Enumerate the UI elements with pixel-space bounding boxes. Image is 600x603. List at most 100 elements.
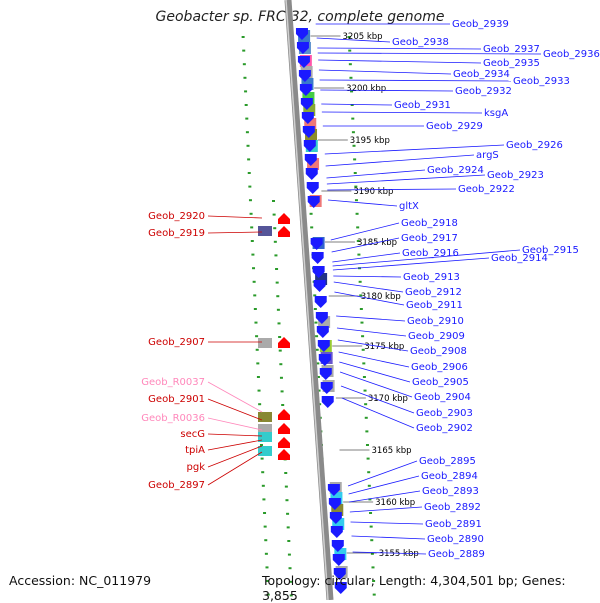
gene-label: Geob_2894 — [421, 471, 478, 482]
tick-dot — [275, 281, 279, 284]
forward-gene-arrow — [318, 354, 331, 366]
label-leader-line — [207, 439, 263, 451]
gene-label: Geob_2913 — [403, 272, 460, 283]
tick-dot — [252, 280, 256, 283]
tick-dot — [275, 268, 279, 270]
tick-dot — [251, 253, 255, 256]
tick-dot — [355, 212, 359, 215]
tick-dot — [254, 321, 258, 324]
label-leader-line — [319, 79, 512, 82]
tick-dot — [264, 539, 268, 542]
tick-dot — [241, 36, 245, 38]
gene-label: Geob_2907 — [148, 337, 205, 348]
label-leader-line — [333, 275, 402, 278]
tick-dot — [278, 349, 282, 352]
tick-dot — [309, 212, 313, 215]
tick-dot — [245, 131, 249, 134]
tick-dot — [284, 472, 288, 474]
tick-dot — [284, 485, 288, 488]
tick-dot — [357, 253, 361, 256]
tick-dot — [261, 484, 265, 487]
kbp-label: 3190 kbp — [353, 187, 393, 197]
forward-gene-arrow — [319, 368, 332, 380]
tick-dot — [372, 580, 376, 582]
gene-label: Geob_2906 — [411, 362, 468, 373]
forward-gene-arrow — [313, 280, 326, 292]
gene-label: Geob_2926 — [506, 140, 563, 151]
tick-dot — [259, 444, 263, 446]
tick-dot — [289, 580, 293, 583]
kbp-label: 3160 kbp — [375, 498, 415, 508]
tick-dot — [367, 484, 371, 487]
label-lines — [207, 23, 542, 555]
kbp-label: 3185 kbp — [357, 238, 397, 248]
tick-dot — [310, 226, 314, 229]
gene-label: Geob_2935 — [483, 58, 540, 69]
tick-dot — [350, 104, 354, 106]
gene-label: Geob_2897 — [148, 480, 205, 491]
gene-label: Geob_R0036 — [141, 413, 205, 424]
tick-dot — [274, 254, 278, 257]
forward-gene-arrow — [306, 182, 319, 194]
tick-dot — [364, 403, 368, 406]
map-title: Geobacter sp. FRC-32, complete genome — [155, 9, 445, 25]
label-leader-line — [327, 199, 398, 207]
tick-dot — [363, 389, 367, 392]
label-leader-line — [332, 249, 521, 267]
tick-dot — [262, 498, 266, 501]
genome-backbone — [284, 0, 334, 600]
tick-dot — [364, 416, 368, 419]
topology-text: Topology: circular; Length: 4,304,501 bp… — [262, 573, 566, 603]
gene-label: argS — [476, 150, 499, 161]
tick-dot — [359, 294, 363, 297]
tick-dot — [361, 335, 365, 338]
cog-block — [258, 412, 272, 422]
tick-dot — [367, 471, 371, 474]
label-leader-line — [326, 169, 426, 179]
label-leader-line — [318, 69, 452, 75]
cog-block — [258, 226, 272, 236]
tick-dot — [348, 49, 352, 52]
label-leader-line — [341, 397, 415, 429]
tick-dot — [265, 566, 269, 569]
label-leader-line — [337, 339, 409, 352]
tick-dot — [362, 376, 366, 378]
tick-dot — [371, 566, 375, 569]
gene-label: Geob_2918 — [401, 218, 458, 229]
forward-gene-arrow — [320, 382, 333, 394]
reverse-gene-arrow — [278, 437, 290, 448]
tick-dot — [359, 308, 363, 310]
tick-dot — [256, 376, 260, 378]
gene-label: Geob_2916 — [402, 248, 459, 259]
forward-gene-arrow — [295, 28, 308, 40]
label-leader-line — [352, 551, 427, 555]
forward-gene-arrow — [296, 42, 309, 54]
label-leader-line — [330, 222, 400, 241]
label-leader-line — [349, 490, 421, 503]
tick-dot — [366, 457, 370, 460]
kbp-label: 3155 kbp — [379, 549, 419, 559]
tick-dot — [353, 172, 357, 174]
gene-label: Geob_2890 — [427, 534, 484, 545]
forward-gene-arrow — [328, 498, 341, 510]
tick-dot — [362, 362, 366, 365]
gene-label: Geob_2933 — [513, 76, 570, 87]
gene-label: pgk — [187, 462, 206, 473]
tick-dot — [369, 512, 373, 514]
tick-dot — [351, 131, 355, 134]
tick-dot — [289, 594, 293, 597]
label-leader-line — [339, 371, 413, 398]
gene-label: Geob_2889 — [428, 549, 485, 560]
tick-dot — [353, 158, 357, 161]
tick-dot — [351, 117, 355, 120]
gene-label: Geob_R0037 — [141, 377, 205, 388]
label-leader-line — [325, 154, 475, 167]
tick-dot — [263, 525, 267, 528]
label-leader-line — [317, 47, 482, 50]
label-leader-line — [350, 521, 424, 525]
tick-dot — [316, 362, 320, 365]
forward-gene-arrow — [297, 56, 310, 68]
tick-dot — [252, 267, 256, 270]
tick-dot — [370, 539, 374, 542]
tick-dot — [348, 63, 352, 66]
